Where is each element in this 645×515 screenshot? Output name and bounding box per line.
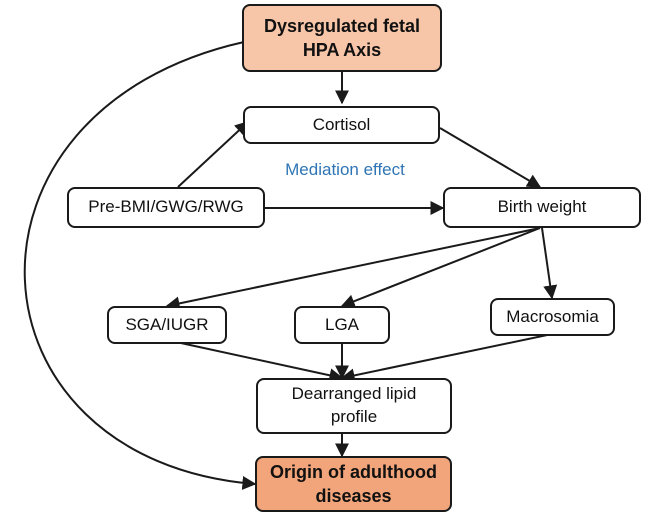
arrow-hpa-to-origin: [23, 41, 257, 490]
arrow-prebmi-to-cortisol: [177, 121, 250, 188]
arrow-sga-to-lipid: [166, 339, 344, 383]
node-cortisol-label: Cortisol: [312, 114, 371, 134]
node-cortisol: Cortisol: [243, 106, 440, 144]
node-lga: LGA: [294, 306, 390, 344]
mediation-effect-label: Mediation effect: [285, 160, 405, 179]
node-sga-iugr: SGA/IUGR: [107, 306, 227, 344]
arrow-birthweight-to-lga: [340, 227, 541, 308]
node-hpa-axis-label: Dysregulated fetal HPA Axis: [263, 15, 421, 60]
node-lga-label: LGA: [324, 314, 360, 334]
node-origin-adulthood-label: Origin of adulthood diseases: [270, 461, 437, 506]
node-hpa-axis: Dysregulated fetal HPA Axis: [242, 4, 442, 72]
node-origin-adulthood: Origin of adulthood diseases: [255, 456, 452, 512]
arrow-macrosomia-to-lipid: [340, 333, 553, 383]
arrow-birthweight-to-sga: [165, 227, 541, 311]
node-pre-bmi-label: Pre-BMI/GWG/RWG: [88, 197, 244, 217]
node-lipid-profile: Dearranged lipid profile: [256, 378, 452, 434]
node-macrosomia: Macrosomia: [490, 298, 615, 336]
arrow-cortisol-to-birthweight: [439, 127, 542, 188]
node-sga-iugr-label: SGA/IUGR: [125, 314, 209, 334]
node-birth-weight: Birth weight: [443, 187, 641, 228]
node-pre-bmi: Pre-BMI/GWG/RWG: [67, 187, 265, 228]
node-birth-weight-label: Birth weight: [497, 197, 587, 217]
node-macrosomia-label: Macrosomia: [506, 306, 599, 326]
node-lipid-profile-label: Dearranged lipid profile: [291, 384, 417, 426]
arrow-birthweight-to-macrosomia: [541, 227, 558, 300]
